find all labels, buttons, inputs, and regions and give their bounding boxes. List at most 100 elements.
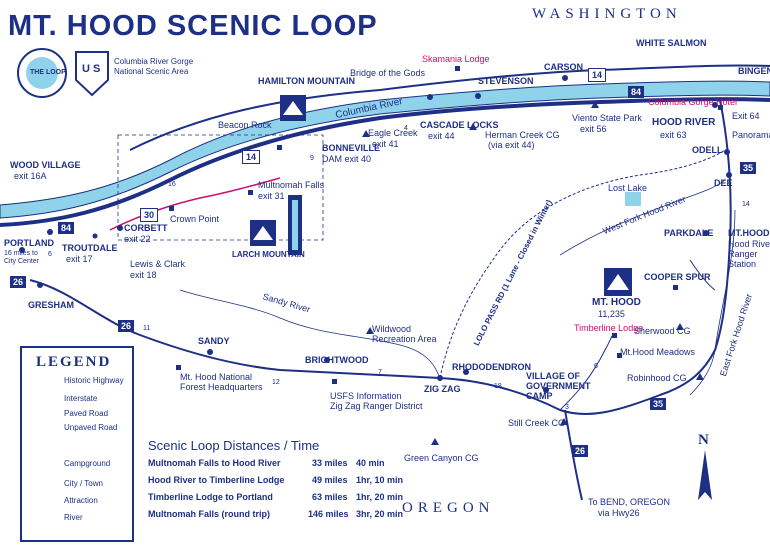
forest-service-text: U S	[82, 63, 101, 75]
shield-30: 30	[140, 208, 159, 222]
legend-river: River	[64, 513, 83, 522]
attraction-squares	[169, 66, 723, 384]
miles: 49 miles	[312, 475, 348, 485]
sandy-river	[179, 289, 441, 381]
ranger-station-3: Station	[728, 259, 757, 269]
crown-point-label: Crown Point	[170, 214, 220, 224]
portland-sub1: 16 miles to	[4, 250, 38, 257]
distance-row: Multnomah Falls to Hood River 33 miles 4…	[148, 458, 398, 475]
usfs-2: Zig Zag Ranger District	[330, 401, 423, 411]
portland-label: PORTLAND	[4, 238, 54, 248]
still-creek-label: Still Creek CG	[508, 418, 566, 428]
ranger-station-2: Ranger	[728, 249, 758, 259]
miles: 63 miles	[312, 492, 348, 502]
hwy-26	[29, 99, 732, 416]
shield-14-west: 14	[242, 150, 261, 164]
bingen-label: BINGEN	[738, 66, 770, 76]
dee-label: DEE	[714, 178, 733, 188]
distance-row: Hood River to Timberline Lodge 49 miles …	[148, 475, 403, 492]
shield-35-south: 35	[650, 398, 667, 410]
mt-hood-hq-2: Forest Headquarters	[180, 382, 263, 392]
larch-mountain-icon	[250, 220, 276, 246]
multnomah-exit: exit 31	[258, 191, 285, 201]
east-fork-hood-river	[689, 209, 736, 396]
compass-arrow	[698, 450, 712, 500]
timberline-road	[559, 335, 613, 411]
larch-mountain-label: LARCH MOUNTAIN	[232, 250, 305, 259]
shield-35-north: 35	[740, 162, 757, 174]
historic-highway	[109, 177, 281, 231]
viento-exit: exit 56	[580, 124, 607, 134]
wildwood-1: Wildwood	[372, 324, 412, 334]
legend-campground: Campground	[64, 459, 111, 468]
mthood-town-label: MT.HOOD	[728, 228, 770, 238]
hwy-14	[129, 64, 770, 151]
sherwood-label: Sherwood CG	[634, 326, 691, 336]
herman-creek-label: Herman Creek CG	[485, 130, 560, 140]
to-bend-1: To BEND, OREGON	[588, 497, 671, 507]
cascade-locks-label: CASCADE LOCKS	[420, 120, 499, 130]
corbett-label: CORBETT	[124, 223, 168, 233]
route: Multnomah Falls to Hood River	[148, 458, 281, 468]
eagle-creek-label: Eagle Creek	[368, 128, 418, 138]
gorge-caption-1: Columbia River Gorge	[114, 57, 194, 66]
lolo-pass-road	[439, 149, 726, 379]
legend-city: City / Town	[64, 479, 103, 488]
loop-logo-text: THE LOOP	[30, 69, 66, 76]
bonneville-exit: DAM exit 40	[322, 154, 372, 164]
gresham-label: GRESHAM	[28, 300, 75, 310]
wood-village-exit: exit 16A	[14, 171, 47, 181]
troutdale-label: TROUTDALE	[62, 243, 118, 253]
lost-lake-icon	[625, 192, 641, 206]
state-oregon: OREGON	[402, 500, 495, 516]
timberline-lodge-label: Timberline Lodge	[574, 323, 644, 333]
hood-river-exit: exit 63	[660, 130, 687, 140]
wood-village-label: WOOD VILLAGE	[10, 160, 81, 170]
bonneville-label: BONNEVILLE	[322, 143, 381, 153]
beacon-rock-label: Beacon Rock	[218, 120, 272, 130]
lewis-clark-exit: exit 18	[130, 270, 157, 280]
mileage-2: 9	[310, 155, 314, 162]
panorama-point-label: Panorama Point	[732, 130, 770, 140]
usfs-1: USFS Information	[330, 391, 402, 401]
mileage-6: 12	[272, 379, 280, 386]
campground-triangles	[362, 101, 704, 445]
forest-service-shield	[75, 51, 109, 97]
legend-historic: Historic Highway	[64, 376, 124, 385]
eagle-creek-exit: exit 41	[372, 139, 399, 149]
mileage-5: 11	[143, 325, 151, 332]
ranger-station-1: Hood River	[728, 239, 770, 249]
shield-26-gresham: 26	[10, 276, 27, 288]
legend: LEGEND Historic Highway Interstate Paved…	[20, 346, 134, 542]
interstate-84	[0, 97, 770, 227]
bridge-of-gods-label: Bridge of the Gods	[350, 68, 426, 78]
columbia-river	[0, 80, 770, 219]
shield-26-south: 26	[572, 445, 589, 457]
lost-lake-label: Lost Lake	[608, 183, 648, 193]
gorge-caption-2: National Scenic Area	[114, 67, 189, 76]
odell-label: ODELL	[692, 145, 723, 155]
mt-hood-hq-1: Mt. Hood National	[180, 372, 253, 382]
viento-label: Viento State Park	[572, 113, 642, 123]
distance-heading: Scenic Loop Distances / Time	[148, 438, 320, 453]
map-title: MT. HOOD SCENIC LOOP	[8, 10, 378, 42]
distance-row: Timberline Lodge to Portland 63 miles 1h…	[148, 492, 403, 509]
hamilton-mountain-label: HAMILTON MOUNTAIN	[258, 76, 355, 86]
time: 1hr, 10 min	[356, 475, 404, 485]
legend-interstate: Interstate	[64, 394, 98, 403]
shield-14-east: 14	[588, 68, 607, 82]
hamilton-mountain-icon	[280, 95, 306, 121]
troutdale-exit: exit 17	[66, 254, 93, 264]
mt-hood-elevation: 11,235	[598, 309, 625, 319]
mileage-8: 18	[494, 383, 502, 390]
cooper-spur-label: COOPER SPUR	[644, 272, 711, 282]
gov-camp-1: VILLAGE OF	[526, 371, 580, 381]
carson-label: CARSON	[544, 62, 584, 72]
shield-26-sandy: 26	[118, 320, 135, 332]
gov-camp-3: CAMP	[526, 391, 553, 401]
mt-hood-icon	[604, 268, 632, 296]
west-fork-hood-river	[559, 179, 726, 256]
legend-paved: Paved Road	[64, 409, 109, 418]
